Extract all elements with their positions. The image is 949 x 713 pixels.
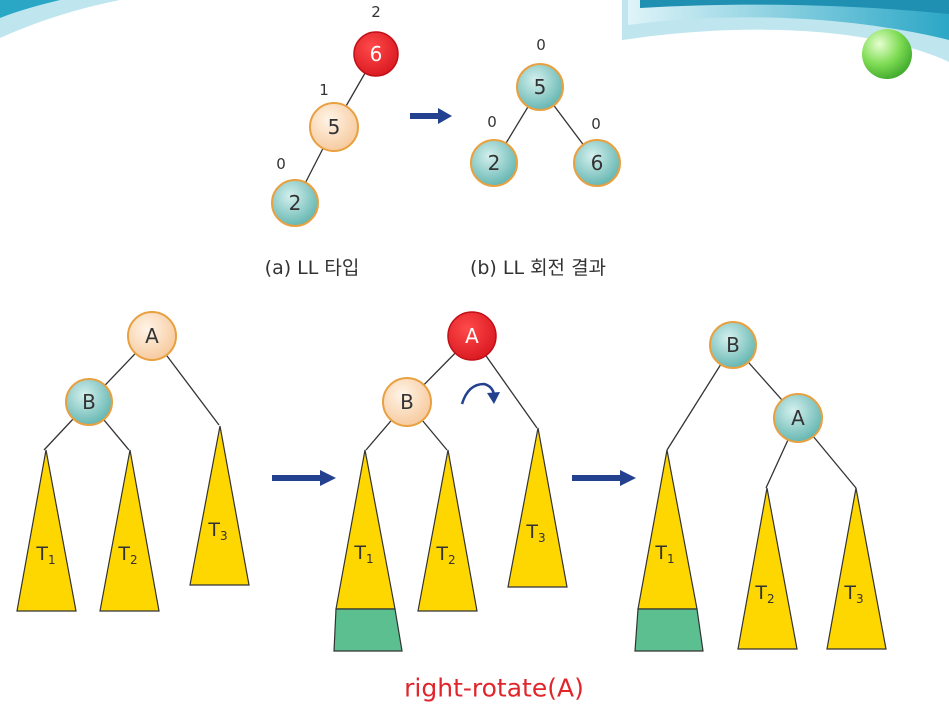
node-6 (353, 31, 399, 77)
subtree-t1-label: T1 (35, 543, 55, 567)
subtree-t2-2-label: T2 (435, 543, 455, 567)
top-right-wave-decoration (622, 0, 949, 62)
subtree-t2-2 (417, 449, 478, 612)
bottom-transform-arrow-2 (572, 470, 636, 486)
node-2 (271, 179, 319, 227)
generic-tree-imbalanced: T1 T2 T3 A B (333, 311, 568, 652)
top-left-wave-decoration (0, 0, 120, 38)
node-a (127, 311, 177, 361)
bottom-transform-arrow-1 (272, 470, 336, 486)
subtree-t2-label: T2 (117, 543, 137, 567)
node-5-after-label: 5 (534, 75, 547, 99)
node-b-label: B (82, 390, 96, 414)
subtree-t3-label: T3 (207, 519, 227, 543)
subtree-t2-3 (737, 487, 798, 650)
node-a-3 (773, 393, 823, 443)
balance-factor-5: 1 (319, 81, 329, 99)
node-b-3 (709, 321, 757, 369)
subtree-t1-3-label: T1 (654, 542, 674, 566)
subtree-t1-2 (335, 449, 396, 610)
rotate-direction-arrow (460, 382, 500, 405)
node-5 (309, 102, 359, 152)
node-b-2 (382, 377, 432, 427)
right-rotate-title: right-rotate(A) (404, 674, 584, 703)
green-ball-decoration (862, 29, 912, 79)
balance-factor-6: 2 (371, 3, 381, 21)
subtree-t1-3 (637, 449, 698, 610)
subtree-t1-2-label: T1 (353, 542, 373, 566)
top-transform-arrow (410, 108, 452, 124)
node-2-after (470, 139, 518, 187)
node-6-after (573, 139, 621, 187)
caption-ll-rotation-result: (b) LL 회전 결과 (470, 257, 606, 279)
subtree-t3 (189, 425, 250, 586)
node-b-3-label: B (726, 333, 740, 357)
balance-factor-5-after: 0 (536, 36, 546, 54)
extra-level-t1-2 (333, 608, 403, 652)
caption-ll-type: (a) LL 타입 (265, 257, 360, 279)
subtree-t3-3 (826, 487, 887, 650)
subtree-t3-3-label: T3 (843, 582, 863, 606)
node-2-label: 2 (289, 191, 302, 215)
balance-factor-2-after: 0 (487, 113, 497, 131)
node-5-label: 5 (328, 115, 341, 139)
generic-tree-rotated: T1 T2 T3 B A (634, 321, 887, 652)
node-6-label: 6 (370, 42, 383, 66)
node-6-after-label: 6 (591, 151, 604, 175)
subtree-t1 (16, 449, 77, 612)
subtree-t3-2 (507, 427, 568, 588)
balance-factor-2: 0 (276, 155, 286, 173)
extra-level-t1-3 (634, 608, 704, 652)
node-b-2-label: B (400, 390, 414, 414)
balance-factor-6-after: 0 (591, 115, 601, 133)
node-a-3-label: A (791, 406, 805, 430)
node-a-2 (447, 311, 497, 361)
ll-after-tree: 5 0 2 0 6 0 (b) LL 회전 결과 (470, 36, 621, 279)
subtree-t2 (99, 449, 160, 612)
node-5-after (516, 63, 564, 111)
ll-before-tree: 6 2 5 1 2 0 (a) LL 타입 (265, 3, 399, 279)
generic-tree-before: T1 T2 T3 A B (16, 311, 250, 612)
node-a-label: A (145, 324, 159, 348)
subtree-t3-2-label: T3 (525, 521, 545, 545)
subtree-t2-3-label: T2 (754, 582, 774, 606)
node-a-2-label: A (465, 324, 479, 348)
node-2-after-label: 2 (488, 151, 501, 175)
node-b (65, 378, 113, 426)
